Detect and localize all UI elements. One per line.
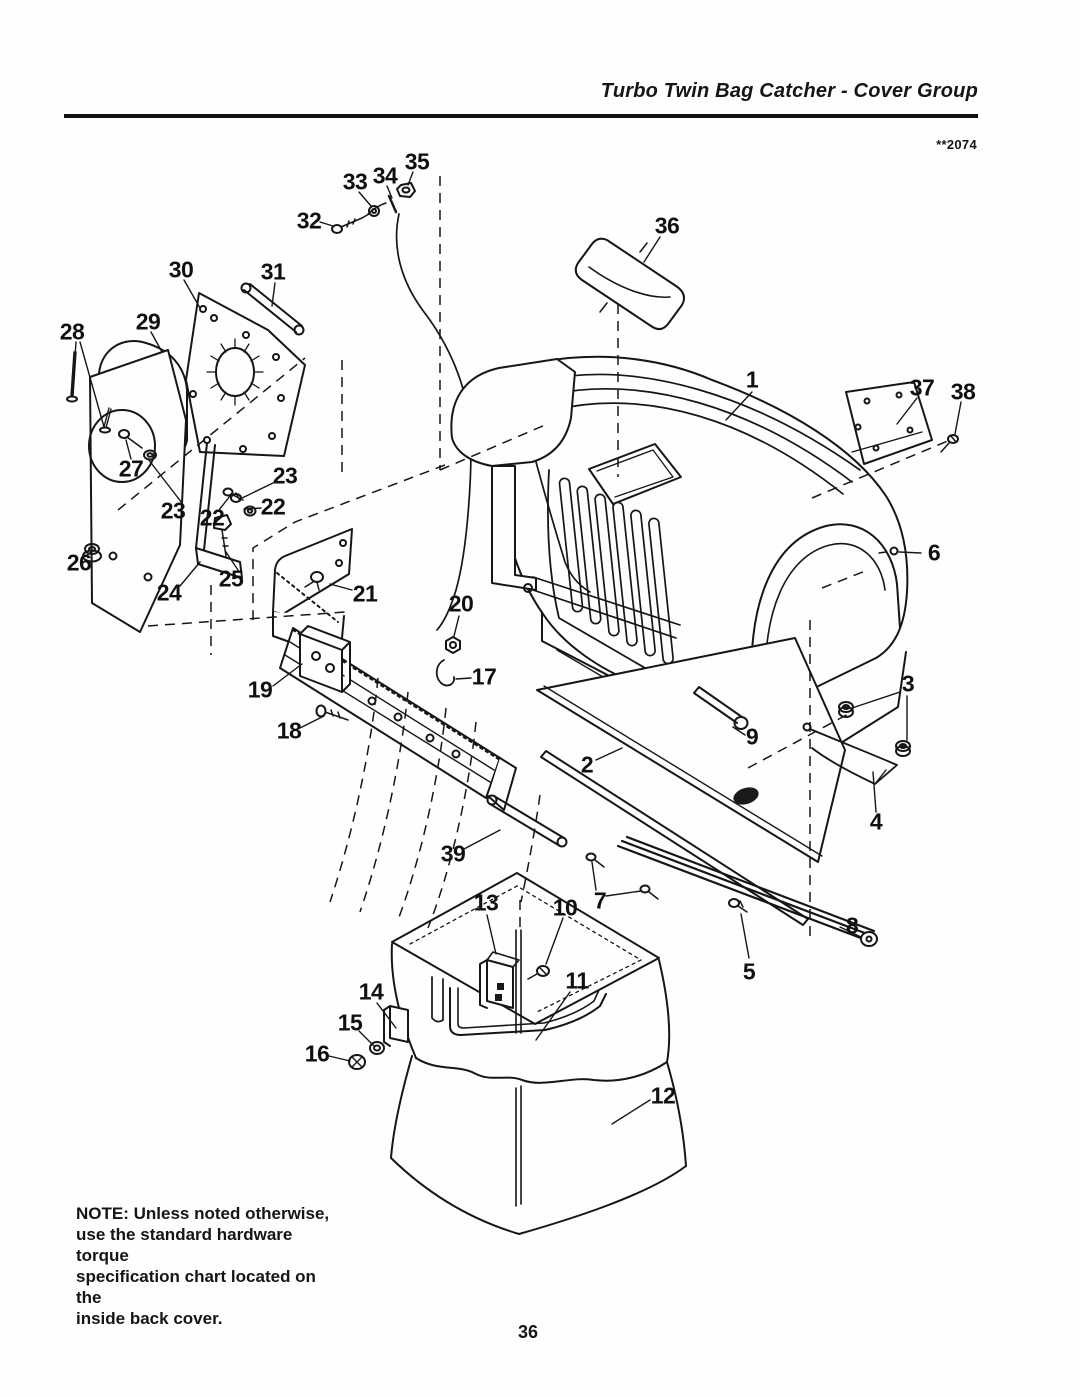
callout-21: 21 — [352, 580, 378, 607]
header-rule — [64, 114, 978, 118]
callout-15: 15 — [337, 1009, 363, 1036]
doc-code: **2074 — [936, 137, 977, 152]
page-number: 36 — [517, 1322, 539, 1342]
callout-20: 20 — [448, 590, 474, 617]
blower-front-plate — [88, 349, 187, 633]
rear-panel — [845, 381, 959, 465]
callout-38: 38 — [950, 378, 976, 405]
mounting-rail — [279, 625, 517, 811]
blower-backing-plate — [185, 292, 306, 457]
callout-32: 32 — [296, 207, 322, 234]
leader-lines — [71, 171, 962, 1125]
callout-1: 1 — [745, 366, 759, 393]
callout-3: 3 — [901, 670, 915, 697]
callout-7: 7 — [593, 887, 607, 914]
seal-strips — [486, 750, 878, 947]
latch-pin — [693, 686, 749, 730]
construction-lines — [117, 176, 951, 938]
callout-37: 37 — [909, 374, 935, 401]
main-cover — [450, 355, 909, 771]
callout-17: 17 — [471, 663, 497, 690]
callout-2: 2 — [580, 751, 594, 778]
callout-29: 29 — [135, 308, 161, 335]
callout-11: 11 — [565, 967, 589, 994]
callout-18: 18 — [276, 717, 302, 744]
deflector-panel — [536, 637, 846, 863]
callout-34: 34 — [372, 162, 398, 189]
callout-16: 16 — [304, 1040, 330, 1067]
rail-hardware — [315, 636, 461, 721]
callout-33: 33 — [342, 168, 368, 195]
callout-6: 6 — [927, 539, 941, 566]
callout-22: 22 — [199, 504, 225, 531]
callout-28: 28 — [59, 318, 85, 345]
callout-23: 23 — [272, 462, 298, 489]
callout-27: 27 — [118, 455, 144, 482]
support-bracket — [195, 442, 243, 579]
callout-39: 39 — [440, 840, 466, 867]
bag-catcher — [348, 872, 687, 1235]
callout-12: 12 — [650, 1082, 676, 1109]
callout-35: 35 — [404, 148, 430, 175]
callout-14: 14 — [358, 978, 384, 1005]
spacer-bar — [240, 282, 305, 336]
callout-22: 22 — [260, 493, 286, 520]
callout-5: 5 — [742, 958, 756, 985]
callout-4: 4 — [869, 808, 883, 835]
callout-23: 23 — [160, 497, 186, 524]
callout-31: 31 — [260, 258, 286, 285]
torque-note: NOTE: Unless noted otherwise, use the st… — [76, 1204, 330, 1328]
page-title: Turbo Twin Bag Catcher - Cover Group — [600, 80, 978, 102]
callout-8: 8 — [845, 912, 859, 939]
callout-9: 9 — [745, 723, 759, 750]
callout-36: 36 — [654, 212, 680, 239]
callout-19: 19 — [247, 676, 273, 703]
small-hardware-left — [66, 351, 257, 563]
callout-25: 25 — [218, 565, 244, 592]
callout-10: 10 — [552, 894, 578, 921]
callout-24: 24 — [156, 579, 182, 606]
bolt-25 — [213, 514, 232, 557]
callout-26: 26 — [66, 549, 92, 576]
callout-13: 13 — [473, 889, 499, 916]
chute-cover-panel — [574, 237, 685, 330]
callout-30: 30 — [168, 256, 194, 283]
